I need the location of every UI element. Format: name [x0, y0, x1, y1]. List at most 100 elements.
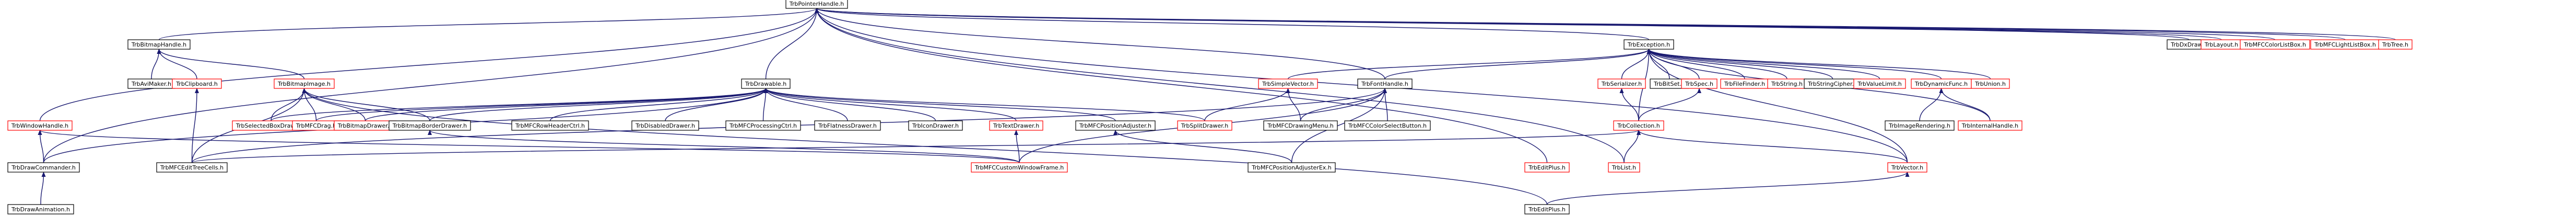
dependency-edge [665, 88, 768, 121]
dependency-edge [302, 88, 366, 121]
graph-node-trbselectedboxdrawer-h[interactable]: TrbSelectedBoxDrawer.h [232, 120, 310, 131]
node-label: TrbIconDrawer.h [912, 122, 959, 129]
node-label: TrbLayout.h [2204, 41, 2238, 48]
graph-node-trbexception-h[interactable]: TrbException.h [1624, 39, 1674, 50]
dependency-edge [1646, 49, 1880, 80]
graph-node-trbspec-h[interactable]: TrbSpec.h [1681, 78, 1718, 89]
graph-node-trblayout-h[interactable]: TrbLayout.h [2201, 39, 2242, 50]
graph-node-trbeditplus-h[interactable]: TrbEditPlus.h [1524, 162, 1570, 173]
dependency-edge [1014, 130, 1020, 163]
node-box [274, 78, 335, 89]
node-box [1958, 120, 2022, 131]
graph-node-trbcollection-h[interactable]: TrbCollection.h [1613, 120, 1664, 131]
node-label: TrbMFCCustomWindowFrame.h [974, 164, 1064, 171]
dependency-edge [1384, 49, 1651, 80]
graph-node-trbserializer-h[interactable]: TrbSerializer.h [1597, 78, 1646, 89]
node-label: TrbList.h [1612, 164, 1636, 171]
dependency-edge [364, 88, 768, 121]
graph-node-trbmfcpositionadjusterex-h[interactable]: TrbMFCPositionAdjusterEx.h [1248, 162, 1336, 173]
node-box [1357, 78, 1413, 89]
graph-node-trbdrawanimation-h[interactable]: TrbDrawAnimation.h [7, 204, 74, 214]
dependency-edge [40, 172, 46, 205]
graph-node-trbvaluelimit-h[interactable]: TrbValueLimit.h [1853, 78, 1906, 89]
graph-node-trbsimplevector-h[interactable]: TrbSimpleVector.h [1258, 78, 1318, 89]
node-box [7, 204, 74, 214]
node-box [2378, 39, 2413, 50]
graph-node-trbmfccustomwindowframe-h[interactable]: TrbMFCCustomWindowFrame.h [971, 162, 1068, 173]
graph-node-trbbitmapdrawer-h[interactable]: TrbBitmapDrawer.h [334, 120, 397, 131]
dependency-edge [315, 88, 768, 121]
node-label: TrbMFCPositionAdjusterEx.h [1251, 164, 1332, 171]
graph-node-trbmfcprocessingctrl-h[interactable]: TrbMFCProcessingCtrl.h [725, 120, 801, 131]
node-label: TrbMFCLightListBox.h [2314, 41, 2376, 48]
dependency-edge [1113, 130, 1292, 163]
graph-node-trbbitset-h[interactable]: TrbBitSet.h [1650, 78, 1689, 89]
node-label: TrbBitmapImage.h [277, 81, 331, 87]
graph-node-trbbitmapimage-h[interactable]: TrbBitmapImage.h [274, 78, 335, 89]
dependency-edge [43, 8, 819, 163]
graph-node-trbsplitdrawer-h[interactable]: TrbSplitDrawer.h [1177, 120, 1232, 131]
node-label: TrbFlatnessDrawer.h [818, 122, 877, 129]
dependency-edge [1919, 88, 1944, 121]
graph-node-trbavimaker-h[interactable]: TrbAviMaker.h [127, 78, 175, 89]
node-label: TrbBitmapBorderDrawer.h [392, 122, 467, 129]
graph-node-trbvector-h[interactable]: TrbVector.h [1887, 162, 1927, 173]
node-label: TrbInternalHandle.h [1961, 122, 2018, 129]
dependency-edge [1646, 49, 1908, 163]
dependency-edges [38, 8, 2396, 205]
graph-node-trbdxdraw-h[interactable]: TrbDxDraw.h [2167, 39, 2212, 50]
graph-node-trbdrawcommander-h[interactable]: TrbDrawCommander.h [7, 162, 80, 173]
graph-node-trbflatnessdrawer-h[interactable]: TrbFlatnessDrawer.h [814, 120, 881, 131]
graph-node-trbmfcpositionadjuster-h[interactable]: TrbMFCPositionAdjuster.h [1075, 120, 1156, 131]
node-box [1248, 162, 1336, 173]
graph-node-trbdynamicfunc-h[interactable]: TrbDynamicFunc.h [1911, 78, 1972, 89]
graph-node-trbtree-h[interactable]: TrbTree.h [2378, 39, 2413, 50]
node-box [1524, 204, 1570, 214]
node-box [389, 120, 471, 131]
node-box [741, 78, 791, 89]
graph-node-trbpointerhandle-h[interactable]: TrbPointerHandle.h [785, 0, 848, 9]
dependency-edge [1300, 88, 1387, 121]
graph-node-trbmfccolorselectbutton-h[interactable]: TrbMFCColorSelectButton.h [1344, 120, 1431, 131]
dependency-edge [1646, 49, 1833, 80]
dependency-edge [270, 88, 307, 121]
graph-node-trbmfcedittreecells-h[interactable]: TrbMFCEditTreeCells.h [156, 162, 228, 173]
graph-node-trbmfcdrag-h[interactable]: TrbMFCDrag.h [292, 120, 340, 131]
graph-node-trbclipboard-h[interactable]: TrbClipboard.h [172, 78, 222, 89]
graph-node-trbdrawable-h[interactable]: TrbDrawable.h [741, 78, 791, 89]
node-label: TrbFileFinder.h [1724, 81, 1765, 87]
dependency-edge [302, 88, 1548, 205]
graph-node-trbbitmapborderdrawer-h[interactable]: TrbBitmapBorderDrawer.h [389, 120, 471, 131]
node-label: TrbDrawAnimation.h [11, 206, 70, 213]
graph-node-trbstringcipher-h[interactable]: TrbStringCipher.h [1804, 78, 1862, 89]
graph-node-trbmfccolorlistbox-h[interactable]: TrbMFCColorListBox.h [2240, 39, 2310, 50]
dependency-edge [1646, 49, 1787, 80]
graph-node-trbdisableddrawer-h[interactable]: TrbDisabledDrawer.h [631, 120, 699, 131]
graph-node-trbfonthandle-h[interactable]: TrbFontHandle.h [1357, 78, 1413, 89]
node-box [908, 120, 963, 131]
graph-node-trbbitmaphandle-h[interactable]: TrbBitmapHandle.h [127, 39, 191, 50]
dependency-edge [1939, 88, 1991, 121]
dependency-edge [1287, 49, 1651, 80]
node-label: TrbMFCProcessingCtrl.h [729, 122, 797, 129]
graph-node-trbeditplus-h[interactable]: TrbEditPlus.h [1524, 204, 1570, 214]
dependency-edge [302, 88, 430, 121]
node-box [725, 120, 801, 131]
dependency-edge [191, 88, 199, 163]
graph-node-trbwindowhandle-h[interactable]: TrbWindowHandle.h [7, 120, 73, 131]
graph-node-trbstring-h[interactable]: TrbString.h [1767, 78, 1807, 89]
graph-node-trbtextdrawer-h[interactable]: TrbTextDrawer.h [989, 120, 1043, 131]
graph-node-trbmfcdrawingmenu-h[interactable]: TrbMFCDrawingMenu.h [1263, 120, 1338, 131]
graph-node-trbmfclightlistbox-h[interactable]: TrbMFCLightListBox.h [2310, 39, 2380, 50]
node-box [1853, 78, 1906, 89]
graph-node-trbimagerendering-h[interactable]: TrbImageRendering.h [1885, 120, 1955, 131]
graph-node-trbicondrawer-h[interactable]: TrbIconDrawer.h [908, 120, 963, 131]
dependency-edge [151, 49, 161, 80]
graph-node-trbinternalhandle-h[interactable]: TrbInternalHandle.h [1958, 120, 2022, 131]
node-box [1613, 120, 1664, 131]
graph-node-trbfilefinder-h[interactable]: TrbFileFinder.h [1720, 78, 1769, 89]
graph-node-trblist-h[interactable]: TrbList.h [1608, 162, 1640, 173]
graph-node-trbmfcrowheaderctrl-h[interactable]: TrbMFCRowHeaderCtrl.h [511, 120, 589, 131]
node-label: TrbDxDraw.h [2170, 41, 2207, 48]
graph-node-trbunion-h[interactable]: TrbUnion.h [1971, 78, 2010, 89]
